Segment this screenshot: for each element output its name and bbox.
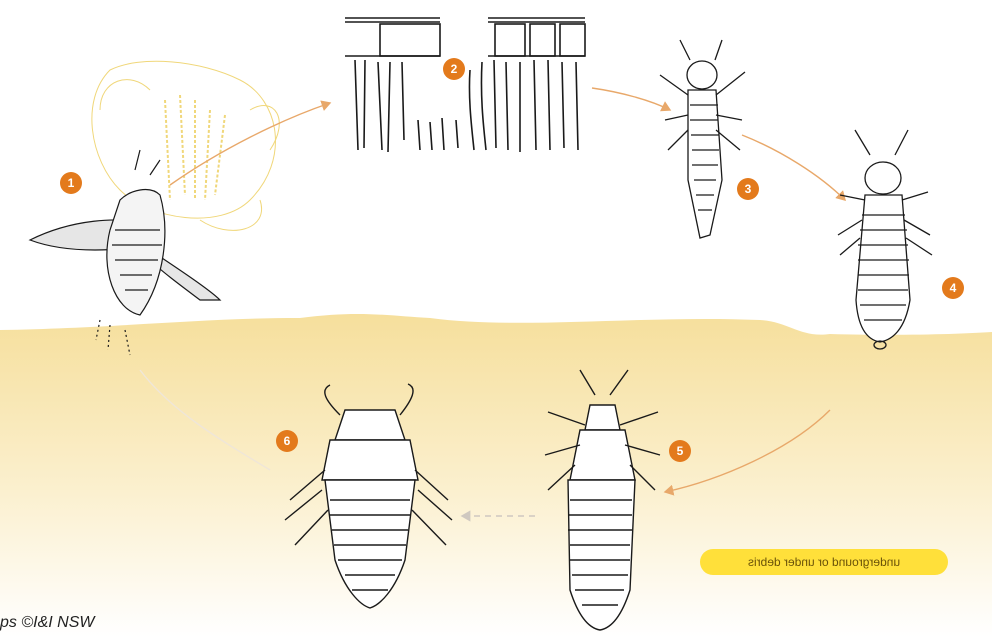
stage-badge-5: 5: [669, 440, 691, 462]
arrow-2-to-3: [592, 88, 670, 110]
eggs-in-tissue-icon: [345, 18, 585, 152]
stage-badge-3: 3: [737, 178, 759, 200]
stage-badge-6: 6: [276, 430, 298, 452]
larva-second-instar-icon: [838, 130, 932, 349]
ground-soil: [0, 314, 992, 637]
larva-first-instar-icon: [660, 40, 745, 238]
stage-badge-4: 4: [942, 277, 964, 299]
habitat-label: underground or under debris: [700, 549, 948, 575]
stage-badge-1: 1: [60, 172, 82, 194]
stage-badge-2: 2: [443, 58, 465, 80]
photo-credit: ps ©I&I NSW: [0, 614, 94, 632]
